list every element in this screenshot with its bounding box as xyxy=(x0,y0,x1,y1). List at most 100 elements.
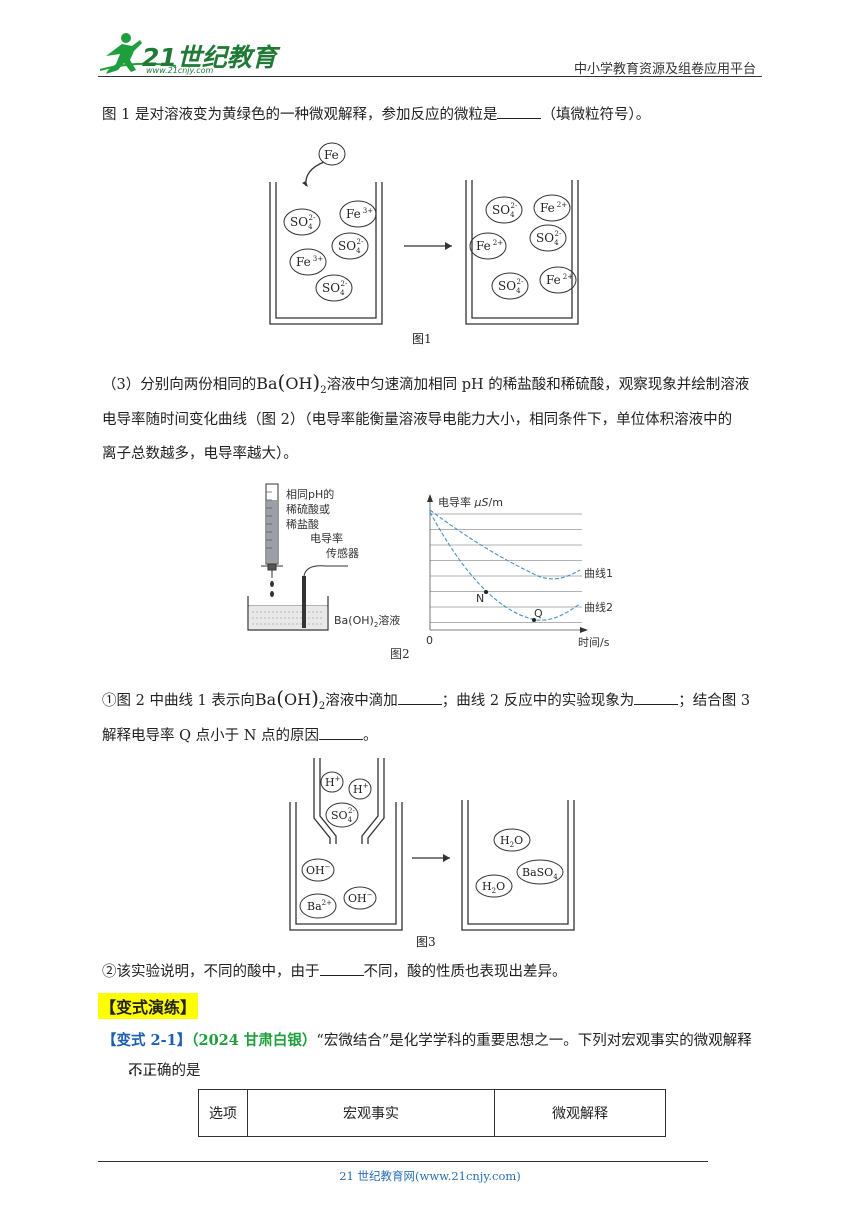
water-2-sub: 2 xyxy=(492,887,496,895)
beaker-left-ion-label: SO42- xyxy=(338,238,364,255)
water-molecule-2: H2O xyxy=(482,880,505,895)
oh-ion-2-charge: − xyxy=(367,891,373,899)
header-divider xyxy=(98,76,762,77)
platform-name: 中小学教育资源及组卷应用平台 xyxy=(573,62,756,77)
table-header-row: 选项 宏观事实 微观解释 xyxy=(198,1089,666,1137)
oh-ion-1-charge: − xyxy=(325,863,331,871)
burette-label-3: 稀盐酸 xyxy=(286,517,319,531)
fe-atom xyxy=(318,142,346,166)
beaker-right-ion-bubble xyxy=(533,194,571,222)
q-circle1-line2-text: 解释电导率 Q 点小于 N 点的原因 xyxy=(102,728,320,744)
ba-symbol: Ba xyxy=(256,374,278,393)
variant-tag: 【变式 2-1】 xyxy=(102,1032,192,1049)
ba-ion: Ba2+ xyxy=(307,899,332,913)
q3-text-b: 溶液中匀速滴加相同 pH 的稀盐酸和稀硫酸，观察现象并绘制溶液 xyxy=(326,377,750,393)
curve2-label: 曲线2 xyxy=(584,600,613,614)
baoh2-formula: Ba(OH)2 xyxy=(256,370,327,397)
beaker-right-ion-bubble xyxy=(485,196,523,224)
oh-ion-1-label: OH xyxy=(306,864,325,877)
q-circle1-line1: ①图 2 中曲线 1 表示向Ba(OH)2溶液中滴加 ；曲线 2 反应中的实验现象… xyxy=(102,687,750,718)
water-1-sub: 2 xyxy=(510,841,514,849)
ba-symbol-2: Ba xyxy=(254,690,277,709)
beaker-right-ion-label: SO42- xyxy=(492,202,518,219)
water-1-h: H xyxy=(500,834,510,847)
burette-label-1: 相同pH的 xyxy=(286,487,334,501)
sulfate-ion-charge: 2- xyxy=(348,807,355,815)
q-circle1-text-c: ；曲线 2 反应中的实验现象为 xyxy=(441,693,635,709)
h-ion-1: H+ xyxy=(325,775,341,789)
q3-text-a: （3）分别向两份相同的 xyxy=(102,377,257,393)
fe-label: Fe xyxy=(324,148,339,162)
oh-ion-2-label: OH xyxy=(348,892,367,905)
q-circle1-text-a: ①图 2 中曲线 1 表示向 xyxy=(102,693,255,709)
sub-2: 2 xyxy=(320,385,327,397)
water-molecule-1: H2O xyxy=(500,834,523,849)
section-heading: 【变式演练】 xyxy=(98,993,199,1019)
beaker-right-ion-bubble xyxy=(469,232,507,260)
beaker-label-sub: 2 xyxy=(374,621,378,629)
intro-text: 图 1 是对溶液变为黄绿色的一种微观解释，参加反应的微粒是（填微粒符号）。 xyxy=(102,104,650,126)
y-axis-label-b: /m xyxy=(488,496,502,509)
answer-blank-3 xyxy=(634,690,679,705)
h-ion-2: H+ xyxy=(353,782,369,796)
figure-3-caption: 图3 xyxy=(416,935,436,949)
baso4-molecule: BaSO4 xyxy=(522,866,558,881)
options-table: 选项 宏观事实 微观解释 xyxy=(198,1089,666,1137)
sulfate-ion: SO42- xyxy=(331,807,355,824)
answer-blank xyxy=(497,104,542,119)
beaker-left-ion-bubble xyxy=(315,274,353,302)
water-2-h: H xyxy=(482,880,492,893)
beaker-left-ion-label: SO42- xyxy=(322,280,348,297)
oh-symbol-2: OH xyxy=(284,690,312,709)
curve1-label: 曲线1 xyxy=(584,566,613,580)
h-ion-2-charge: + xyxy=(363,782,369,790)
table-header-cell: 选项 xyxy=(198,1089,248,1137)
variant-text: “宏微结合”是化学学科的重要思想之一。下列对宏观事实的微观解释 xyxy=(316,1033,752,1049)
sub-2-b: 2 xyxy=(318,701,326,713)
figure-2-caption: 图2 xyxy=(390,647,410,661)
beaker-left-ion-bubble xyxy=(289,248,327,276)
beaker-right-ion-bubble xyxy=(539,266,577,294)
logo-url: www.21cnjy.com xyxy=(146,66,214,75)
answer-blank-5 xyxy=(319,961,364,976)
beaker-left-ion-label: SO42- xyxy=(290,214,316,231)
footer-divider xyxy=(98,1161,708,1162)
sulfate-ion-sub: 4 xyxy=(348,816,353,824)
intro-text-main: 图 1 是对溶液变为黄绿色的一种微观解释，参加反应的微粒是 xyxy=(102,107,498,123)
origin-label: 0 xyxy=(426,634,433,647)
logo-text: 21世纪教育 xyxy=(142,43,277,72)
y-axis-label-unit: μS xyxy=(474,496,489,509)
q-circle1-line2-end: 。 xyxy=(363,728,378,744)
variant-line2: 不正确的是 xyxy=(128,1063,201,1079)
figure-3: H+ H+ SO42- OH− OH− Ba2+ H2O BaSO4 H2O 图… xyxy=(289,758,575,949)
beaker-right-ion-bubble xyxy=(491,272,529,300)
water-2-o: O xyxy=(496,880,505,893)
sulfate-ion-label: SO xyxy=(331,809,348,822)
site-logo xyxy=(96,30,266,80)
beaker-label: Ba(OH)2溶液 xyxy=(334,613,400,629)
q-circle1-line2: 解释电导率 Q 点小于 N 点的原因 。 xyxy=(102,725,378,747)
sensor-label-1: 电导率 xyxy=(310,531,343,545)
sensor-label-2: 传感器 xyxy=(326,547,359,560)
q3-line2: 电导率随时间变化曲线（图 2）（电导率能衡量溶液导电能力大小，相同条件下，单位体… xyxy=(102,412,733,428)
variant-line1: 【变式 2-1】（2024 甘肃白银）“宏微结合”是化学学科的重要思想之一。下列… xyxy=(102,1030,752,1052)
baso4-label: BaSO xyxy=(522,866,553,879)
q-circle2: ②该实验说明，不同的酸中，由于不同，酸的性质也表现出差异。 xyxy=(102,961,567,983)
q-circle1-text-b: 溶液中滴加 xyxy=(325,693,398,709)
emphasis-dots: · · · xyxy=(128,1066,153,1082)
baoh2-formula-2: Ba(OH)2 xyxy=(254,686,326,713)
q-circle1-text-d: ；结合图 3 xyxy=(678,693,751,709)
beaker-label-a: Ba(OH) xyxy=(334,614,374,627)
beaker-right-ion-label: SO42- xyxy=(536,230,562,247)
oh-symbol: OH xyxy=(285,374,313,393)
h-ion-1-label: H xyxy=(325,776,335,789)
table-header-cell: 微观解释 xyxy=(494,1089,666,1137)
ba-ion-charge: 2+ xyxy=(322,899,332,907)
q3-line3: 离子总数越多，电导率越大）。 xyxy=(102,446,298,462)
figure-1-caption: 图1 xyxy=(412,332,432,346)
